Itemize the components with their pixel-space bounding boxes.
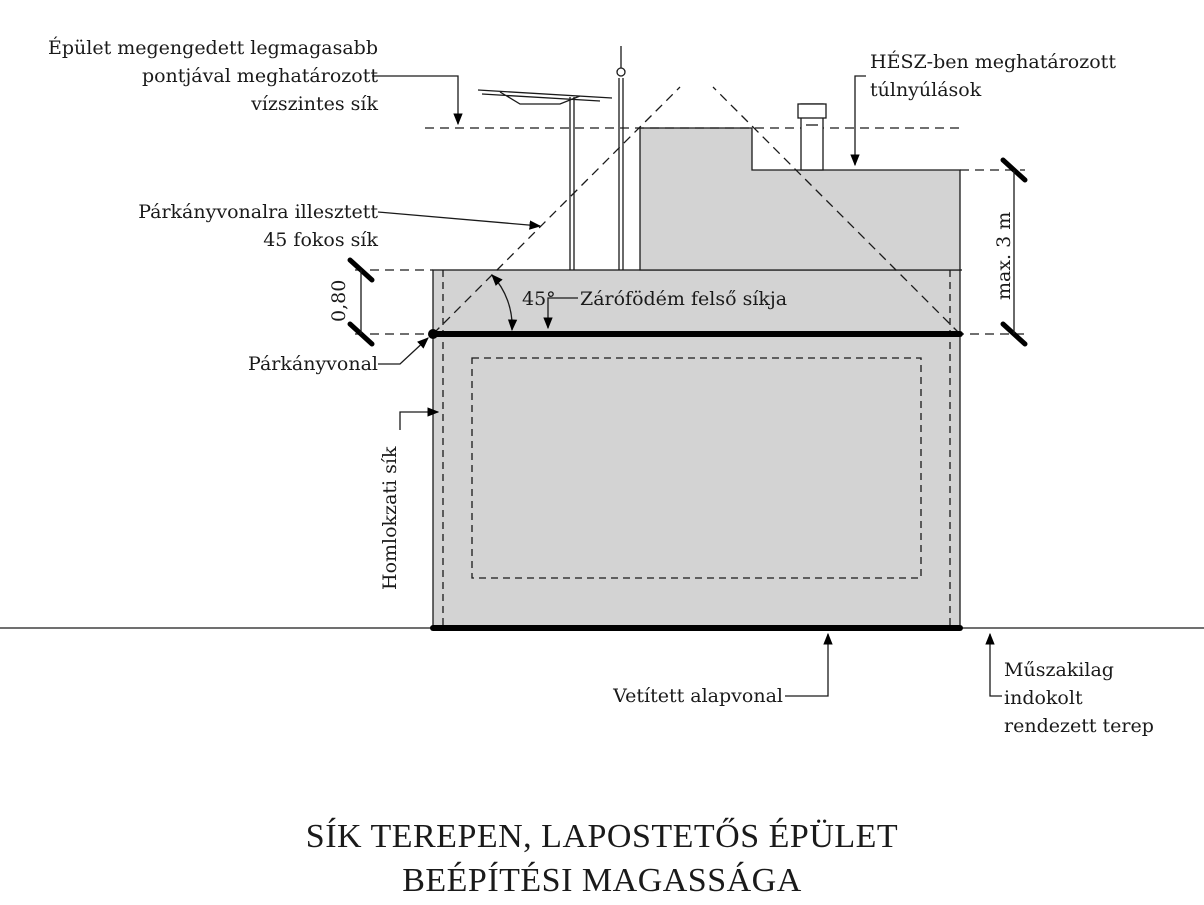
label-terrain-1: Műszakilag (1004, 659, 1114, 681)
label-terrain-2: indokolt (1004, 687, 1083, 709)
building-body (432, 269, 961, 629)
label-plane45-2: 45 fokos sík (263, 229, 378, 251)
leader-facade (399, 407, 440, 430)
label-facade-plane: Homlokzati sík (379, 446, 401, 590)
leader-max-height (372, 75, 463, 126)
leader-cornice (378, 337, 429, 365)
label-max-height-2: pontjával meghatározott (142, 65, 378, 87)
label-slab-top: Zárófödém felső síkja (580, 288, 787, 310)
label-hesz-2: túlnyúlások (870, 79, 982, 101)
rooftop-structure (639, 127, 961, 271)
label-max-height-3: vízszintes sík (250, 93, 378, 115)
title-line-1: SÍK TEREPEN, LAPOSTETŐS ÉPÜLET (306, 817, 898, 855)
plane-45-left (432, 86, 681, 335)
inner-dashed-rect (471, 357, 922, 579)
cornice-point (428, 329, 438, 339)
label-angle-45: 45° (522, 288, 556, 310)
angle-arc (491, 274, 518, 332)
chimney-cap (797, 103, 827, 119)
label-terrain-3: rendezett terep (1004, 715, 1154, 737)
lightning-rod-ball (616, 67, 626, 77)
label-cornice-line: Párkányvonal (248, 353, 378, 375)
plane-45-right (712, 86, 961, 335)
leader-terrain (985, 632, 1002, 697)
leader-plane45 (377, 211, 542, 230)
label-projected-baseline: Vetített alapvonal (612, 685, 783, 707)
leader-hesz (850, 75, 866, 167)
leader-baseline (785, 632, 833, 697)
label-dim-080: 0,80 (328, 280, 350, 322)
leader-slab (543, 297, 578, 330)
label-plane45-1: Párkányvonalra illesztett (138, 201, 378, 223)
title-line-2: BEÉPÍTÉSI MAGASSÁGA (402, 862, 802, 899)
label-max-3m: max. 3 m (993, 212, 1015, 300)
label-max-height-1: Épület megengedett legmagasabb (48, 36, 378, 59)
antenna-head-icon (477, 89, 613, 105)
label-hesz-1: HÉSZ-ben meghatározott (870, 50, 1116, 73)
